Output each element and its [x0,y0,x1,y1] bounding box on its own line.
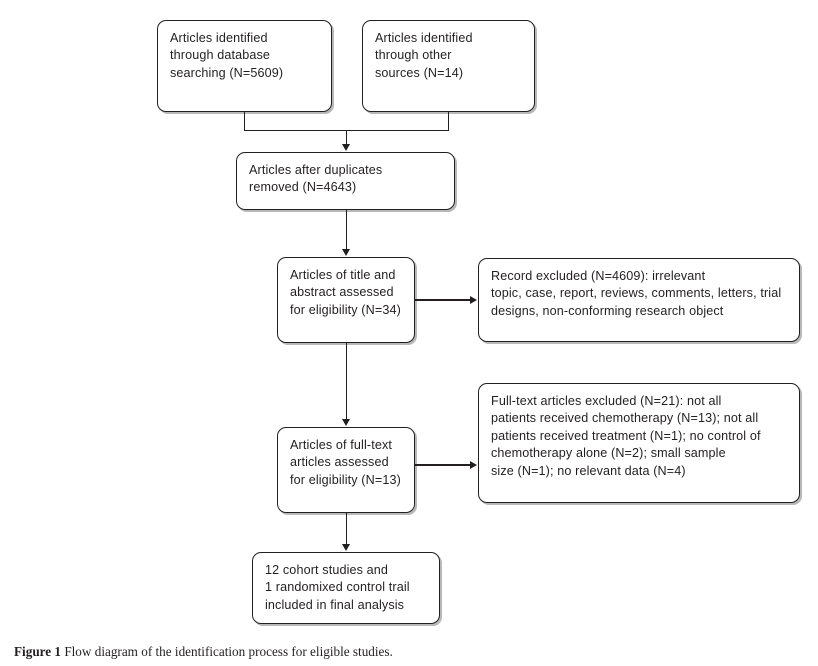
connector-fulltext-to-fulltext-excluded [415,464,471,466]
node-line: Record excluded (N=4609): irrelevant [491,269,706,283]
node-line: size (N=1); no relevant data (N=4) [491,463,686,478]
node-fulltext-articles-excluded: Full-text articles excluded (N=21): not … [478,383,800,503]
node-record-excluded: Record excluded (N=4609): irrelevant top… [478,258,800,342]
node-line: Articles of title and [290,268,396,282]
connector-duplicates-to-title-abstract [345,210,347,250]
node-line: articles assessed [290,455,389,470]
node-line: abstract assessed [290,285,394,300]
arrowhead-to-title-abstract [342,249,350,256]
connector-fulltext-to-included [345,513,347,545]
flow-diagram-canvas: Articles identified through database sea… [157,20,800,624]
node-line: patients received chemotherapy (N=13); n… [491,411,759,426]
node-line: searching (N=5609) [170,65,284,80]
node-line: Full-text articles excluded (N=21): not … [491,394,722,408]
node-fulltext-articles-assessed: Articles of full-text articles assessed … [277,427,415,513]
node-articles-after-duplicates-removed: Articles after duplicates removed (N=464… [236,152,455,210]
arrowhead-to-record-excluded [470,296,477,304]
arrowhead-to-fulltext-excluded [470,461,477,469]
node-line: patients received treatment (N=1); no co… [491,428,761,443]
node-line: chemotherapy alone (N=2); small sample [491,446,726,461]
node-line: removed (N=4643) [249,180,357,195]
node-line: topic, case, report, reviews, comments, … [491,286,782,301]
arrowhead-to-fulltext [342,419,350,426]
node-line: through other [375,48,452,63]
node-line: through database [170,48,271,63]
connector-merge-to-duplicates [345,130,347,145]
connector-title-abstract-to-record-excluded [415,299,471,301]
node-line: Articles identified [170,31,268,45]
node-line: Articles of full-text [290,438,393,452]
connector-database-stub [244,112,246,131]
node-articles-identified-database: Articles identified through database sea… [157,20,332,112]
connector-title-abstract-to-fulltext [345,343,347,420]
arrowhead-to-duplicates [342,144,350,151]
figure-caption-label: Figure 1 [14,644,62,659]
node-line: designs, non-conforming research object [491,303,724,318]
arrowhead-to-included [342,544,350,551]
figure-caption: Figure 1 Flow diagram of the identificat… [14,643,804,660]
node-line: 12 cohort studies and [265,563,389,577]
node-included-in-final-analysis: 12 cohort studies and 1 randomixed contr… [252,552,440,624]
node-line: Articles after duplicates [249,163,383,177]
figure-caption-text: Flow diagram of the identification proce… [64,644,393,659]
node-title-abstract-assessed: Articles of title and abstract assessed … [277,257,415,343]
node-line: Articles identified [375,31,473,45]
node-articles-identified-other-sources: Articles identified through other source… [362,20,535,112]
node-line: included in final analysis [265,597,405,612]
connector-other-sources-stub [448,112,450,131]
node-line: for eligibility (N=13) [290,472,401,487]
node-line: for eligibility (N=34) [290,302,401,317]
node-line: 1 randomixed control trail [265,580,410,595]
node-line: sources (N=14) [375,65,464,80]
